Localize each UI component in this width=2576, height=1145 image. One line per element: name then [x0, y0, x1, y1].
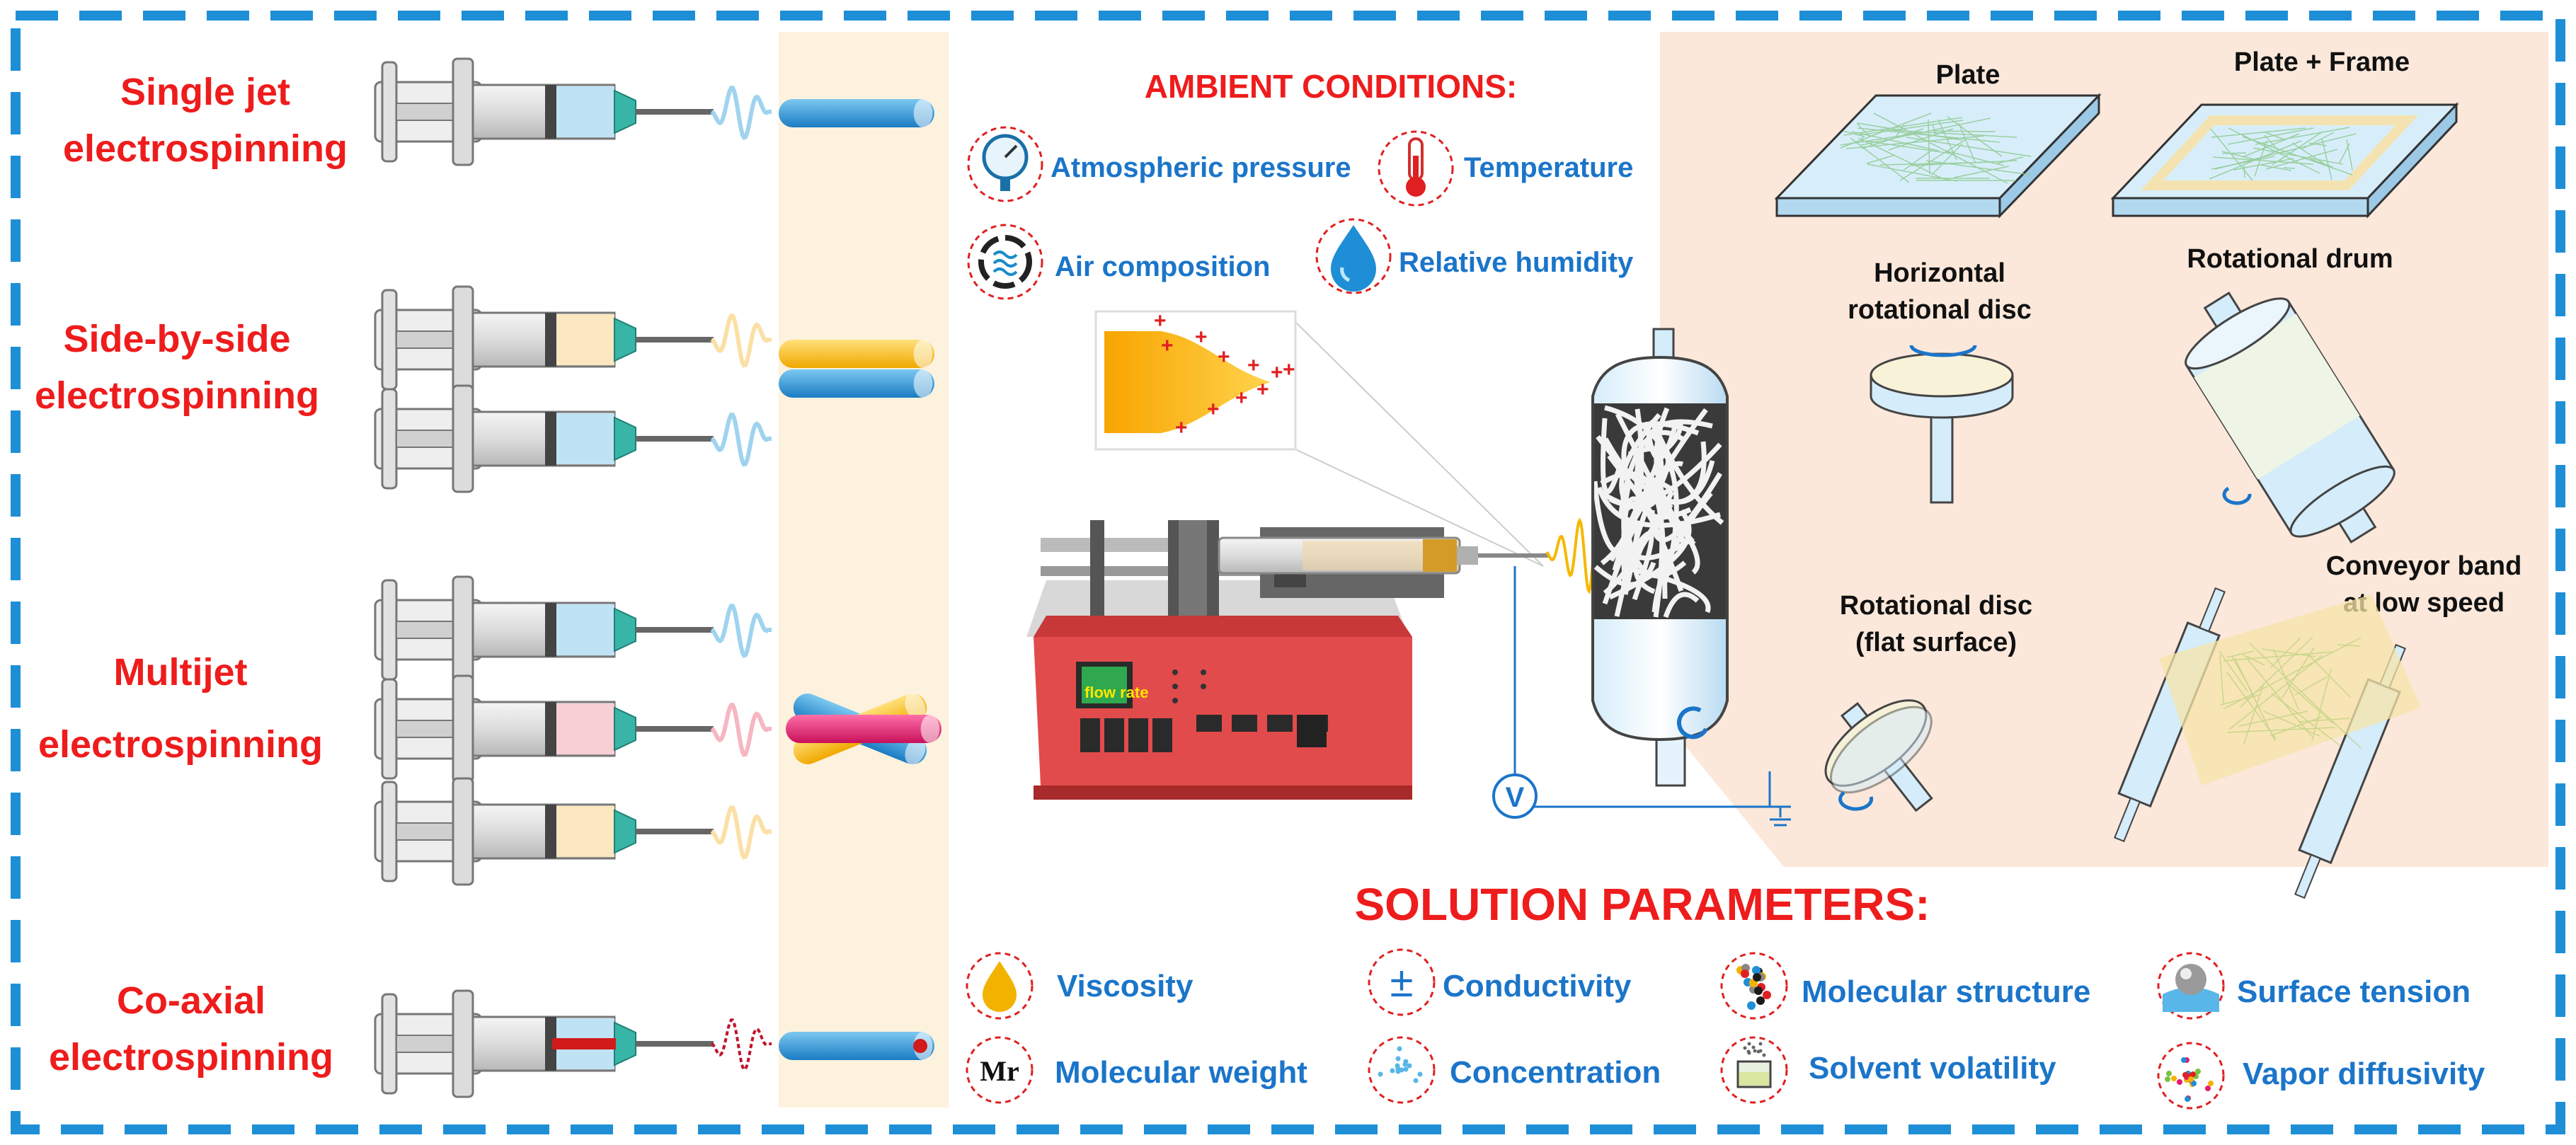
method-1-line2: electrospinning — [63, 127, 348, 170]
molecular-structure-icon — [1720, 952, 1788, 1020]
svg-text:+: + — [1235, 386, 1248, 410]
rotational-disc-collector — [1824, 699, 1933, 812]
collector-disc-line1: Rotational disc — [1840, 591, 2032, 621]
pump-small-key-2 — [1232, 715, 1257, 732]
humidity-drop-icon — [1315, 218, 1392, 294]
method-3-line2: electrospinning — [38, 723, 323, 766]
syringe-pump: flow rate — [1026, 520, 1549, 800]
molecular-weight-symbol: Mr — [980, 1055, 1019, 1087]
svg-text:+: + — [1154, 309, 1167, 333]
rotational-drum-collector — [2185, 291, 2395, 544]
method-2-line2: electrospinning — [35, 374, 319, 417]
molecular-weight-icon: Mr — [966, 1036, 1034, 1104]
pump-key-2 — [1104, 718, 1124, 752]
surface-tension-icon — [2157, 952, 2225, 1020]
svg-text:+: + — [1207, 398, 1220, 421]
pump-small-key-3 — [1267, 715, 1293, 732]
param-molecular-structure: Molecular structure — [1802, 974, 2090, 1009]
ambient-title: AMBIENT CONDITIONS: — [1145, 68, 1517, 105]
fiber-side-by-side-yellow — [779, 340, 934, 368]
pressure-gauge-icon — [967, 126, 1043, 202]
fiber-multijet-pink — [786, 715, 941, 743]
pump-key-1 — [1080, 718, 1100, 752]
syringe-single-jet — [374, 57, 714, 166]
param-concentration: Concentration — [1450, 1055, 1661, 1090]
jet-wave-6 — [710, 805, 772, 860]
pump-small-key-1 — [1196, 715, 1222, 732]
svg-text:+: + — [1161, 334, 1174, 357]
syringe-coaxial — [374, 989, 714, 1098]
collector-horizontal-disc-line1: Horizontal — [1874, 258, 2005, 288]
jet-wave-7 — [711, 1018, 772, 1071]
param-conductivity: Conductivity — [1443, 969, 1632, 1003]
jet-wave-2 — [710, 313, 772, 368]
horizontal-disc-collector — [1870, 345, 2014, 504]
fiber-single-jet — [779, 99, 934, 127]
collector-plate-label: Plate — [1936, 60, 2000, 90]
collector-disc-line2: (flat surface) — [1855, 628, 2017, 657]
taylor-cone-inset: +++++++++++ — [1094, 309, 1544, 567]
svg-text:+: + — [1175, 416, 1188, 439]
jet-wave-3 — [710, 413, 772, 467]
conveyor-band-collector — [2114, 587, 2421, 899]
collector-horizontal-disc-line2: rotational disc — [1848, 295, 2032, 325]
ambient-pressure-label: Atmospheric pressure — [1051, 152, 1351, 183]
dashed-border — [11, 11, 2565, 1134]
svg-text:+: + — [1271, 361, 1283, 384]
solution-title: SOLUTION PARAMETERS: — [1354, 879, 1930, 930]
voltage-circuit: V — [1492, 566, 1791, 827]
svg-text:+: + — [1247, 354, 1260, 377]
svg-text:+: + — [1256, 378, 1269, 401]
conductivity-symbol: ± — [1390, 958, 1414, 1006]
pump-key-3 — [1128, 718, 1148, 752]
syringe-multijet-2 — [374, 674, 714, 783]
param-molecular-weight: Molecular weight — [1055, 1055, 1307, 1090]
pump-screen-label: flow rate — [1084, 684, 1148, 701]
param-solvent-volatility: Solvent volatility — [1809, 1051, 2056, 1086]
collector-plate-frame-label: Plate + Frame — [2234, 47, 2410, 77]
param-viscosity: Viscosity — [1057, 969, 1193, 1003]
viscosity-icon — [966, 952, 1034, 1020]
conductivity-icon: ± — [1368, 948, 1436, 1016]
solvent-volatility-icon — [1720, 1036, 1788, 1104]
syringe-side-by-side-2 — [374, 384, 714, 493]
ambient-humidity-label: Relative humidity — [1399, 247, 1634, 278]
vapor-diffusivity-icon — [2157, 1042, 2225, 1110]
syringe-multijet-3 — [374, 777, 714, 886]
syringe-multijet-1 — [374, 575, 714, 684]
fiber-coaxial — [779, 1032, 934, 1060]
air-composition-icon — [967, 224, 1043, 300]
collector-conveyor-line1: Conveyor band — [2326, 551, 2522, 581]
plate-collector — [1774, 93, 2102, 219]
param-surface-tension: Surface tension — [2237, 974, 2471, 1009]
svg-text:+: + — [1283, 358, 1295, 381]
jet-wave-4 — [710, 604, 772, 658]
syringe-side-by-side-1 — [374, 285, 714, 394]
method-3-line1: Multijet — [114, 651, 248, 694]
fiber-side-by-side-blue — [779, 369, 934, 398]
method-4-line2: electrospinning — [49, 1036, 333, 1078]
pump-key-4 — [1152, 718, 1172, 752]
plate-frame-collector — [2110, 102, 2459, 219]
ambient-air-label: Air composition — [1055, 251, 1270, 282]
collector-drum-label: Rotational drum — [2187, 244, 2393, 274]
main-collector-drum — [1591, 328, 1729, 787]
pump-power-key — [1297, 715, 1327, 747]
param-vapor-diffusivity: Vapor diffusivity — [2243, 1057, 2485, 1091]
jet-wave-1 — [710, 86, 772, 140]
thermometer-icon — [1378, 130, 1454, 207]
method-2-line1: Side-by-side — [63, 318, 290, 360]
concentration-icon — [1368, 1036, 1436, 1104]
svg-text:+: + — [1195, 326, 1208, 349]
jet-wave-5 — [710, 703, 772, 757]
fiber-strip-background — [779, 32, 949, 1107]
method-1-line1: Single jet — [120, 71, 290, 113]
svg-text:+: + — [1218, 345, 1230, 369]
voltage-symbol: V — [1506, 782, 1525, 813]
method-4-line1: Co-axial — [117, 979, 265, 1022]
ambient-temperature-label: Temperature — [1464, 152, 1633, 183]
